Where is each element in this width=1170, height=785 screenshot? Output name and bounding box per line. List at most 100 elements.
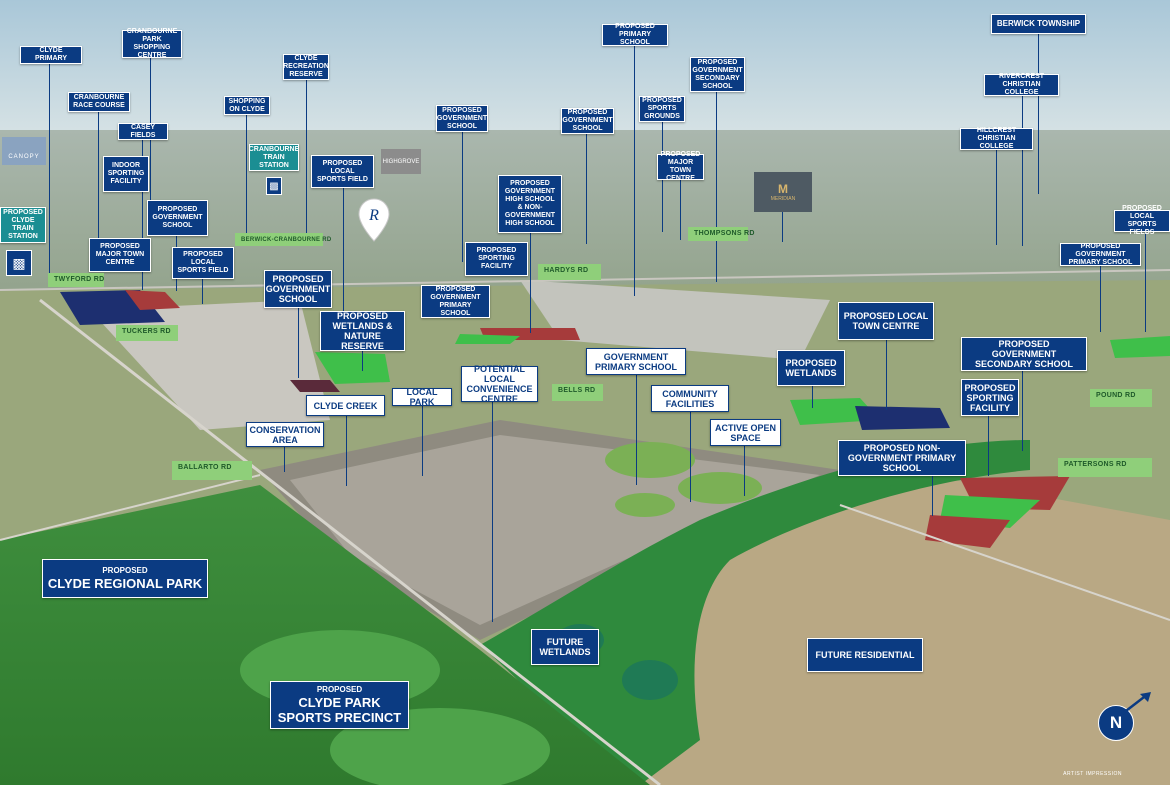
- leader-line: [246, 115, 247, 235]
- leader-line: [284, 447, 285, 472]
- label-future-residential: FUTURE RESIDENTIAL: [807, 638, 923, 672]
- leader-line: [1022, 96, 1023, 246]
- label-proposed-gov-secondary-b: PROPOSED GOVERNMENT SECONDARY SCHOOL: [961, 337, 1087, 371]
- leader-line: [202, 278, 203, 304]
- label-proposed-local-sports-d: PROPOSED LOCAL SPORTS FIELDS: [1114, 205, 1170, 236]
- road-label-twyford: TWYFORD RD: [48, 273, 104, 287]
- leader-line: [634, 46, 635, 296]
- leader-line: [1145, 232, 1146, 332]
- label-shopping-on-clyde: SHOPPING ON CLYDE: [224, 96, 270, 115]
- label-proposed-local-sports-b: PROPOSED LOCAL SPORTS FIELD: [172, 247, 234, 279]
- label-proposed-sporting-b: PROPOSED SPORTING FACILITY: [961, 379, 1019, 416]
- label-hillcrest: HILLCREST CHRISTIAN COLLEGE: [960, 127, 1033, 150]
- leader-line: [744, 446, 745, 496]
- leader-line: [462, 132, 463, 262]
- label-proposed-wetlands-nature: PROPOSED WETLANDS & NATURE RESERVE: [320, 311, 405, 351]
- canopy-logo-text: CANOPY: [8, 154, 40, 160]
- train-icon: ▩: [266, 177, 282, 195]
- road-label-tuckers: TUCKERS RD: [116, 325, 178, 341]
- pin-letter: R: [368, 207, 379, 224]
- road-label-hardys: HARDYS RD: [538, 264, 601, 280]
- highgrove-logo: HIGHGROVE: [381, 149, 421, 174]
- label-clyde-primary: CLYDE PRIMARY: [20, 46, 82, 64]
- leader-line: [492, 402, 493, 622]
- compass-letter: N: [1109, 713, 1123, 732]
- leader-line: [716, 92, 717, 282]
- leader-line: [49, 64, 50, 274]
- label-proposed-local-town: PROPOSED LOCAL TOWN CENTRE: [838, 302, 934, 340]
- road-line-west: [0, 474, 261, 541]
- label-proposed-gov-high: PROPOSED GOVERNMENT HIGH SCHOOL & NON-GO…: [498, 175, 562, 233]
- leader-line: [996, 150, 997, 245]
- label-proposed-sports-grounds: PROPOSED SPORTS GROUNDS: [639, 96, 685, 122]
- label-indoor-sporting: INDOOR SPORTING FACILITY: [103, 156, 149, 192]
- plot-navy-2: [855, 406, 950, 430]
- label-clyde-park-sports: PROPOSED CLYDE PARK SPORTS PRECINCT: [270, 681, 409, 729]
- leader-line: [636, 375, 637, 485]
- label-proposed-primary: PROPOSED PRIMARY SCHOOL: [602, 23, 668, 46]
- north-compass-icon: N: [1098, 705, 1134, 741]
- road-line-east: [839, 504, 1170, 621]
- leader-line: [530, 233, 531, 333]
- leader-line: [1038, 34, 1039, 194]
- road-label-pound: POUND RD: [1090, 389, 1152, 407]
- label-proposed-wetlands: PROPOSED WETLANDS: [777, 350, 845, 386]
- label-proposed-clyde-train: PROPOSED CLYDE TRAIN STATION: [0, 207, 46, 243]
- road-label-berwick-cranbourne: BERWICK-CRANBOURNE RD: [235, 233, 331, 246]
- label-proposed-major-town-a: PROPOSED MAJOR TOWN CENTRE: [89, 238, 151, 272]
- label-proposed-gov-school-b: PROPOSED GOVERNMENT SCHOOL: [264, 270, 332, 308]
- plot-red-1: [125, 290, 180, 310]
- oval-3: [615, 493, 675, 517]
- leader-line: [306, 80, 307, 240]
- label-proposed-major-town-b: PROPOSED MAJOR TOWN CENTRE: [657, 151, 704, 182]
- label-berwick-township: BERWICK TOWNSHIP: [991, 14, 1086, 34]
- green-wetland-corridor: [480, 440, 1030, 785]
- urban-grid-north: [520, 280, 830, 360]
- label-proposed-gov-primary-a: PROPOSED GOVERNMENT PRIMARY SCHOOL: [421, 285, 490, 318]
- leader-line: [362, 351, 363, 371]
- leader-line: [298, 308, 299, 378]
- meridian-logo-text: MERIDIAN: [770, 196, 796, 202]
- plot-green-5: [1110, 336, 1170, 358]
- road-label-ballarto: BALLARTO RD: [172, 461, 252, 480]
- canopy-logo: CANOPY: [2, 137, 46, 165]
- leader-line: [98, 110, 99, 270]
- label-community-facilities: COMMUNITY FACILITIES: [651, 385, 729, 412]
- label-proposed-gov-school-c: PROPOSED GOVERNMENT SCHOOL: [436, 105, 488, 132]
- road-line-north: [0, 269, 1170, 291]
- road-label-thompsons: THOMPSONS RD: [688, 227, 754, 241]
- future-wetland-pond: [622, 660, 678, 700]
- label-cranbourne-race: CRANBOURNE RACE COURSE: [68, 92, 130, 112]
- label-clyde-park-title: CLYDE PARK SPORTS PRECINCT: [277, 695, 402, 725]
- leader-line: [1100, 266, 1101, 332]
- map-pin-icon: R: [358, 198, 390, 242]
- meridian-m-icon: M: [778, 182, 788, 196]
- road-label-pattersons: PATTERSONS RD: [1058, 458, 1152, 477]
- leader-line: [422, 406, 423, 476]
- leader-line: [680, 180, 681, 240]
- leader-line: [782, 212, 783, 242]
- leader-line: [346, 416, 347, 486]
- label-clyde-regional-park: PROPOSED CLYDE REGIONAL PARK: [42, 559, 208, 598]
- label-proposed-local-sports-a: PROPOSED LOCAL SPORTS FIELD: [311, 155, 374, 188]
- label-clyde-creek: CLYDE CREEK: [306, 395, 385, 416]
- leader-line: [690, 412, 691, 502]
- label-rivercrest: RIVERCREST CHRISTIAN COLLEGE: [984, 73, 1059, 96]
- label-clyde-recreation: CLYDE RECREATION RESERVE: [283, 54, 329, 80]
- disclaimer-text: ARTIST IMPRESSION: [1063, 771, 1122, 777]
- label-clyde-regional-title: CLYDE REGIONAL PARK: [47, 576, 203, 591]
- leader-line: [1022, 371, 1023, 451]
- label-casey-fields: CASEY FIELDS: [118, 123, 168, 140]
- plot-green-1: [315, 352, 390, 384]
- leader-line: [886, 340, 887, 410]
- oval-1: [605, 442, 695, 478]
- leader-line: [932, 476, 933, 516]
- leader-line: [988, 416, 989, 476]
- label-active-open-space: ACTIVE OPEN SPACE: [710, 419, 781, 446]
- label-clyde-regional-pre: PROPOSED: [102, 566, 148, 575]
- leader-line: [343, 188, 344, 313]
- oval-2: [678, 472, 762, 504]
- compass-arrow-icon: [1121, 692, 1151, 715]
